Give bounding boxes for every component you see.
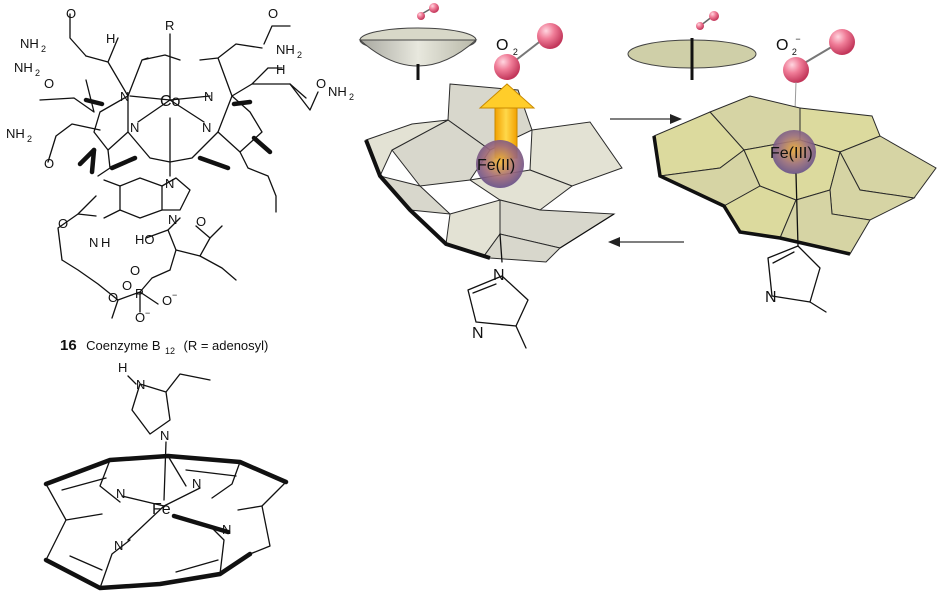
coenzyme-caption: 16 Coenzyme B 12 (R = adenosyl) xyxy=(60,337,268,358)
coenzyme-b12-structure: R Co N N N N N N N H xyxy=(6,6,354,325)
cobalt-label: Co xyxy=(160,93,181,110)
o-atom: O xyxy=(316,76,326,91)
reverse-arrow-icon xyxy=(608,237,684,247)
n-atom: N xyxy=(130,120,139,135)
charge: − xyxy=(145,308,150,318)
svg-text:2: 2 xyxy=(349,92,354,102)
svg-text:O 2 −: O 2 − xyxy=(776,34,801,59)
svg-text:2: 2 xyxy=(41,44,46,54)
svg-text:NH: NH xyxy=(6,126,25,141)
spin-dish-icon xyxy=(627,38,757,80)
h-atom: H xyxy=(118,360,127,375)
amide-group: NH 2 xyxy=(6,126,32,144)
n-atom: N xyxy=(204,89,213,104)
compound-note: (R = adenosyl) xyxy=(183,338,268,353)
o-atom: O xyxy=(162,293,172,308)
n-atom: N xyxy=(202,120,211,135)
n-atom: N xyxy=(192,476,201,491)
h-atom: H xyxy=(106,31,115,46)
h-atom: H xyxy=(276,62,285,77)
n-atom: N xyxy=(765,289,777,306)
histidine-ligand: N xyxy=(765,173,827,313)
o-atom: O xyxy=(66,6,76,21)
n-atom: N xyxy=(160,428,169,443)
p-atom: P xyxy=(135,286,144,301)
svg-text:NH: NH xyxy=(276,42,295,57)
h-atom: H xyxy=(101,235,110,250)
oxygen-molecule-icon xyxy=(696,11,719,30)
amide-group: NH 2 xyxy=(276,42,302,60)
heme-deoxy-state: O 2 Fe(I xyxy=(358,3,623,349)
svg-text:16 Coenzyme B 12: 16 Coenzyme B 12 (R = adenosyl) xyxy=(60,337,268,358)
porphyrin-plate-left xyxy=(364,83,623,263)
svg-text:2: 2 xyxy=(35,68,40,78)
o-atom: O xyxy=(44,156,54,171)
histidine-ligand: N N xyxy=(467,233,529,349)
charge: − xyxy=(172,290,177,300)
r-group-label: R xyxy=(165,18,174,33)
n-atom: N xyxy=(168,212,177,227)
o2-subscript: 2 xyxy=(513,47,518,57)
heme-porphyrin-structure: H N N N N N N Fe xyxy=(43,360,289,591)
n-atom: N xyxy=(116,486,125,501)
o-atom: O xyxy=(58,216,68,231)
oxygen-molecule-icon xyxy=(494,23,563,80)
iron-atom xyxy=(772,130,816,174)
amide-group: NH 2 xyxy=(328,84,354,102)
o2-label: O xyxy=(496,37,508,54)
oxygen-molecule-icon xyxy=(417,3,439,20)
iron-atom xyxy=(476,140,524,188)
oxygen-molecule-icon xyxy=(783,29,855,141)
svg-text:NH: NH xyxy=(20,36,39,51)
o-atom: O xyxy=(108,290,118,305)
n-atom: N xyxy=(136,377,145,392)
amide-group: NH 2 xyxy=(14,60,40,78)
n-atom: N xyxy=(472,325,484,342)
amide-group: NH 2 xyxy=(20,36,46,54)
superoxide-charge: − xyxy=(795,34,800,44)
o-atom: O xyxy=(135,310,145,325)
compound-number: 16 xyxy=(60,337,77,354)
o-atom: O xyxy=(44,76,54,91)
porphyrin-plate-right xyxy=(652,95,937,256)
n-atom: N xyxy=(120,89,129,104)
n-atom: N xyxy=(165,176,174,191)
svg-text:O 2: O 2 xyxy=(496,37,518,57)
o-atom: O xyxy=(122,278,132,293)
svg-text:NH: NH xyxy=(14,60,33,75)
fe-iii-label: Fe(III) xyxy=(770,145,813,162)
spin-dish-icon xyxy=(358,27,478,80)
fe-ii-label: Fe(II) xyxy=(477,157,515,174)
compound-name: Coenzyme B xyxy=(86,338,160,353)
o-atom: O xyxy=(196,214,206,229)
heme-oxy-state: O 2 − Fe(III) xyxy=(627,11,937,313)
forward-arrow-icon xyxy=(610,114,682,124)
iron-label: Fe xyxy=(152,501,171,518)
n-atom: N xyxy=(222,522,231,537)
svg-text:2: 2 xyxy=(297,50,302,60)
hydroxy-label: HO xyxy=(135,232,155,247)
svg-text:2: 2 xyxy=(27,134,32,144)
n-atom: N xyxy=(114,538,123,553)
n-atom: N xyxy=(493,267,505,284)
o-atom: O xyxy=(130,263,140,278)
superoxide-label: O xyxy=(776,37,788,54)
svg-text:NH: NH xyxy=(328,84,347,99)
compound-subscript: 12 xyxy=(165,346,175,356)
superoxide-subscript: 2 xyxy=(792,47,797,57)
n-atom: N xyxy=(89,235,98,250)
o-atom: O xyxy=(268,6,278,21)
